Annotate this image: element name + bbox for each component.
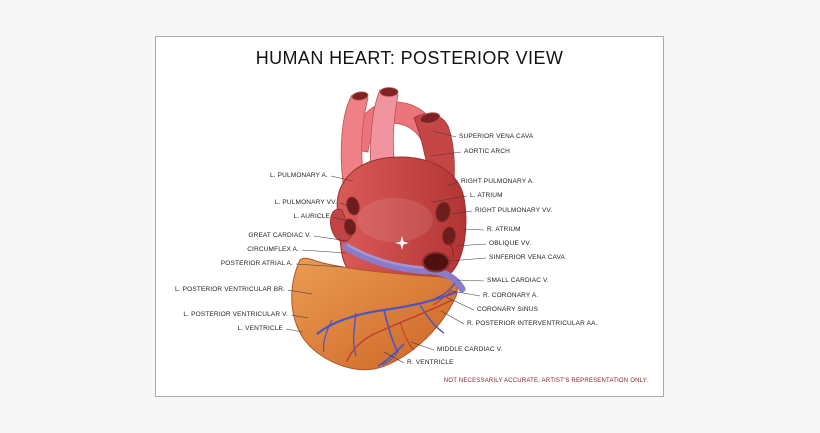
pulmonary-vein-opening (435, 201, 451, 223)
leader-line (290, 314, 309, 319)
label-l-pulmonary-vv: L. PULMONARY VV. (274, 198, 337, 206)
pulmonary-vein-opening (346, 196, 360, 216)
oblique-veins-art (447, 239, 454, 259)
label-oblique-vv: OBLIQUE VV. (489, 239, 532, 247)
label-l-pulmonary-a: L. PULMONARY A. (269, 171, 328, 179)
leader-line (451, 290, 481, 297)
left-auricle-art (329, 208, 353, 242)
leader-line (287, 289, 313, 295)
label-aortic-arch: AORTIC ARCH (464, 147, 510, 155)
leader-lines (285, 130, 487, 364)
label-coronary-sinus: CORONARY SINUS (477, 305, 539, 313)
label-small-cardiac-v: SMALL CARDIAC V. (487, 276, 549, 284)
highlight-sparkle (395, 236, 409, 250)
leader-line (455, 243, 487, 247)
leader-line (285, 328, 304, 333)
leader-line (383, 351, 405, 364)
label-r-ventricle: R. VENTRICLE (407, 358, 454, 366)
disclaimer-text: NOT NECESSARILY ACCURATE. ARTIST'S REPRE… (443, 378, 648, 384)
label-right-pulmonary-a: RIGHT PULMONARY A. (461, 177, 535, 185)
leader-line (330, 175, 354, 182)
leader-line (451, 210, 473, 215)
leader-line (446, 181, 459, 187)
label-circumflex-a: CIRCUMFLEX A. (247, 245, 299, 253)
leader-line (295, 263, 344, 268)
leader-line (431, 195, 468, 203)
leader-line (410, 341, 435, 351)
leader-line (313, 235, 349, 242)
label-l-posterior-ventricular-v: L. POSTERIOR VENTRICULAR V. (183, 310, 288, 318)
label-r-atrium: R. ATRIUM (487, 225, 521, 233)
label-inferior-vena-cava: SINFERIOR VENA CAVA (489, 253, 565, 261)
leader-line (339, 202, 355, 208)
leader-line (462, 228, 485, 231)
label-great-cardiac-v: GREAT CARDIAC V. (248, 231, 311, 239)
label-posterior-atrial-a: POSTERIOR ATRIAL A. (220, 259, 293, 267)
label-r-posterior-interventricular-aa: R. POSTERIOR INTERVENTRICULAR AA. (467, 319, 598, 327)
leader-line (430, 151, 462, 157)
label-l-ventricle: L. VENTRICLE (237, 324, 283, 332)
label-r-coronary-a: R. CORONARY A. (483, 291, 539, 299)
pulmonary-vein-opening (343, 218, 357, 236)
pulmonary-vein-opening (441, 226, 457, 246)
label-right-pulmonary-vv: RIGHT PULMONARY VV. (475, 206, 553, 214)
label-l-auricle: L. AURICLE (293, 212, 330, 220)
inferior-vena-cava-opening (422, 251, 450, 273)
coronary-veins-art (316, 282, 457, 367)
page-title: HUMAN HEART: POSTERIOR VIEW (255, 48, 564, 68)
label-middle-cardiac-v: MIDDLE CARDIAC V. (437, 345, 503, 353)
leader-line (332, 216, 352, 223)
leader-line (440, 310, 465, 325)
leader-line (448, 257, 487, 262)
leader-line (301, 249, 347, 254)
leader-line (456, 279, 485, 282)
label-l-atrium: L. ATRIUM (470, 191, 503, 199)
coronary-arteries-art (346, 289, 453, 363)
leader-line (432, 130, 457, 138)
label-l-posterior-ventricular-br: L. POSTERIOR VENTRICULAR BR. (174, 285, 285, 293)
leader-line (445, 296, 475, 311)
label-superior-vena-cava: SUPERIOR VENA CAVA (459, 132, 534, 140)
